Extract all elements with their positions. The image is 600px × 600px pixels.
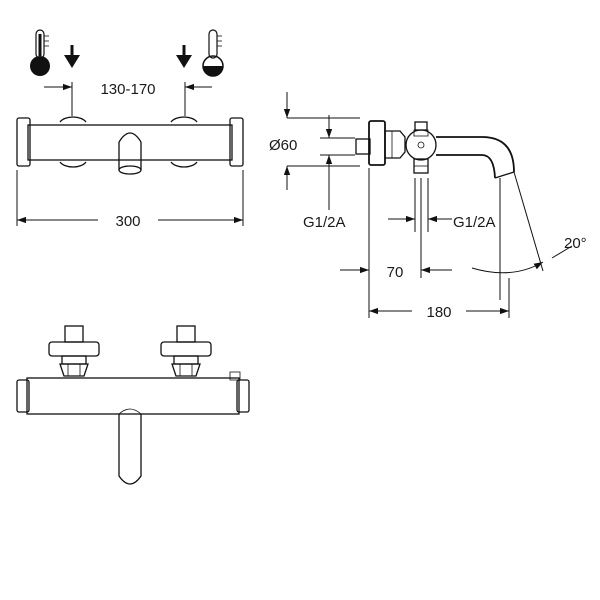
thermometer-cold-icon xyxy=(30,29,50,76)
thermometer-hot-icon xyxy=(202,29,224,77)
side-view: Ø60 G1/2A G1/2A xyxy=(269,92,587,321)
arrow-down-icon xyxy=(176,45,192,68)
spout-angle-label: 20° xyxy=(564,235,587,252)
right-control-handle xyxy=(160,341,212,357)
left-control-handle xyxy=(48,341,100,357)
projection-label: 180 xyxy=(426,304,451,321)
right-end-cap xyxy=(229,117,244,167)
inlet-spacing-dimension: 130-170 xyxy=(44,81,212,116)
spout-outlet xyxy=(118,165,142,175)
wall-to-inlet-label: 70 xyxy=(387,264,404,281)
arrow-down-icon xyxy=(64,45,80,68)
front-view: 130-170 300 xyxy=(16,29,244,230)
rosette-diameter-label: Ø60 xyxy=(269,137,297,154)
inlet-spacing-label: 130-170 xyxy=(100,81,155,98)
mixer-body-top xyxy=(26,377,240,415)
thread-left-label: G1/2A xyxy=(303,214,346,231)
mixer-body-front xyxy=(16,116,244,175)
left-end-cap xyxy=(16,117,31,167)
overall-width-label: 300 xyxy=(115,213,140,230)
top-view xyxy=(16,325,250,485)
overall-width-dimension: 300 xyxy=(16,170,244,230)
mixer-body-side xyxy=(405,129,437,161)
wall-rosette xyxy=(368,120,386,166)
spout-side xyxy=(436,136,515,173)
thread-right-label: G1/2A xyxy=(453,214,496,231)
spout-top xyxy=(118,414,142,485)
